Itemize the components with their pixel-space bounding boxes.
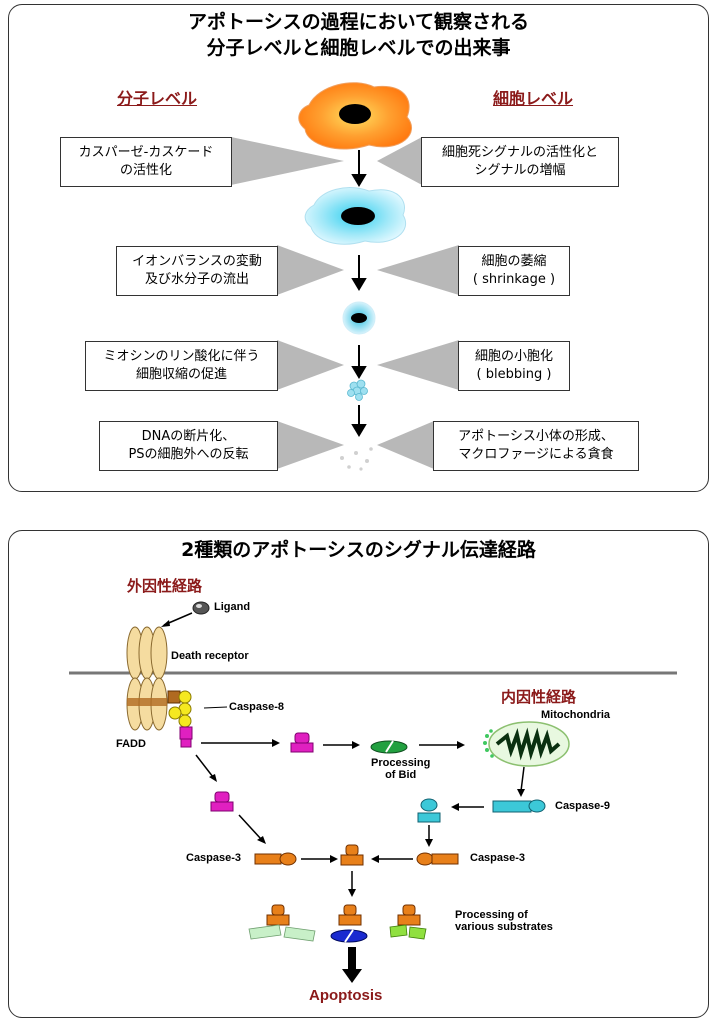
signaling-pathway-panel: 2種類のアポトーシスのシグナル伝達経路 — [8, 530, 709, 1018]
cell-progression-graphic — [231, 82, 459, 471]
caspase-substrates — [248, 904, 427, 943]
pathway-diagram — [69, 601, 677, 983]
substrates-label: Processing of various substrates — [455, 909, 553, 933]
molecular-box-3: ミオシンのリン酸化に伴う 細胞収縮の促進 — [85, 341, 278, 391]
death-receptor-label: Death receptor — [171, 650, 249, 662]
panel1-title-line2: 分子レベルと細胞レベルでの出来事 — [206, 37, 511, 59]
cellular-box-4: アポトーシス小体の形成、 マクロファージによる貪食 — [433, 421, 639, 471]
molecular-box-1: カスパーゼ-カスケード の活性化 — [60, 137, 232, 187]
extrinsic-pathway-label: 外因性経路 — [127, 577, 203, 595]
mitochondria-label: Mitochondria — [541, 709, 611, 721]
ligand-shape — [192, 601, 210, 615]
apoptotic-bodies — [340, 447, 373, 471]
intrinsic-pathway-label: 内因性経路 — [501, 688, 577, 706]
cell-nucleus — [339, 104, 371, 124]
molecular-box-2: イオンバランスの変動 及び水分子の流出 — [116, 246, 278, 296]
panel2-title: 2種類のアポトーシスのシグナル伝達経路 — [181, 539, 536, 561]
cellular-level-header: 細胞レベル — [493, 89, 574, 108]
caspase3-left-label: Caspase-3 — [186, 852, 242, 864]
cellular-box-2: 細胞の萎縮 ( shrinkage ) — [458, 246, 570, 296]
molecular-box-4: DNAの断片化、 PSの細胞外への反転 — [99, 421, 278, 471]
death-receptor-shape — [126, 626, 168, 731]
ligand-label: Ligand — [214, 601, 251, 613]
cellular-box-1: 細胞死シグナルの活性化と シグナルの増幅 — [421, 137, 619, 187]
blebbing-cell — [347, 379, 368, 401]
caspase3-right-label: Caspase-3 — [470, 852, 526, 864]
progress-arrows — [351, 150, 367, 437]
processing-bid-label: Processing of Bid — [371, 757, 431, 781]
gray-wedges — [231, 137, 459, 469]
apoptosis-label: Apoptosis — [309, 987, 383, 1004]
fadd-label: FADD — [116, 738, 146, 750]
cellular-box-3: 細胞の小胞化 ( blebbing ) — [458, 341, 570, 391]
molecular-cellular-panel: アポトーシスの過程において観察される 分子レベルと細胞レベルでの出来事 分子レベ… — [8, 4, 709, 492]
caspase9-label: Caspase-9 — [555, 800, 611, 812]
panel1-title-line1: アポトーシスの過程において観察される — [187, 11, 530, 33]
caspase8-label: Caspase-8 — [229, 701, 285, 713]
molecular-level-header: 分子レベル — [117, 89, 198, 108]
